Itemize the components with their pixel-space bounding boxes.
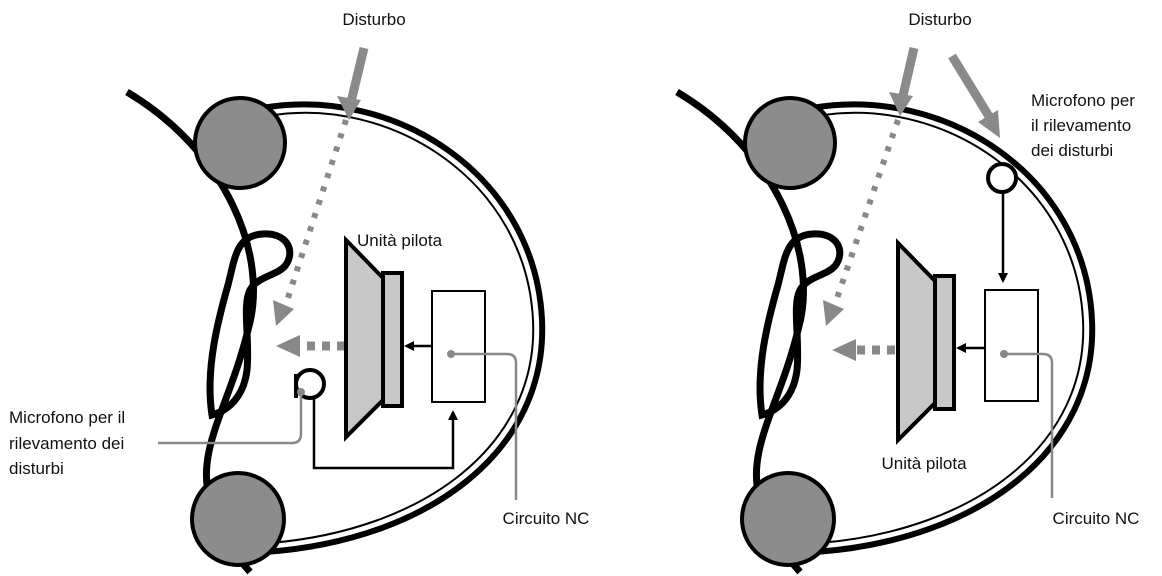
disturbance-arrow [897,46,919,102]
noise-path-dotted [830,119,901,311]
right-mic-label-line1: Microfono per [1031,91,1135,110]
right-disturbance-label: Disturbo [908,10,971,29]
earphone-shell [261,101,546,555]
left-circuit-label: Circuito NC [503,509,590,528]
ear-pad-top [743,96,837,190]
disturbance-arrow [345,46,369,108]
right-mic-label-line3: dei disturbi [1031,141,1113,160]
right-mic-label-line2: il rilevamento [1031,116,1131,135]
driver-cone [896,238,937,445]
right-diagram-feedforward: Disturbo Microfono per il rilevamento de… [675,10,1140,575]
ear-pad-bottom [740,471,836,567]
noise-path-dotted [281,119,349,311]
earphone-shell [811,101,1096,555]
driver-magnet [933,274,956,411]
right-circuit-label: Circuito NC [1053,509,1140,528]
nc-circuit-box [984,289,1039,402]
nc-circuit-box [431,290,486,403]
ear-pad-bottom [190,471,286,567]
earphone-shell-inner [267,111,535,544]
left-mic-label-line3: disturbi [9,459,64,478]
feedforward-microphone [986,162,1018,194]
left-driver-label: Unità pilota [357,231,443,250]
earphone-shell-inner [817,111,1085,544]
right-driver-label: Unità pilota [881,454,967,473]
left-diagram-feedback: Disturbo Unità pilota Microfono per il r… [9,10,590,575]
ear-concha [756,230,844,420]
disturbance-arrow-to-mic [948,53,994,121]
left-disturbance-label: Disturbo [342,10,405,29]
driver-cone [344,235,385,442]
left-mic-label-line2: rilevamento dei [9,434,124,453]
ear-concha [206,230,294,420]
driver-magnet [381,271,404,408]
left-mic-label-line1: Microfono per il [9,408,125,427]
ear-pad-top [193,96,287,190]
